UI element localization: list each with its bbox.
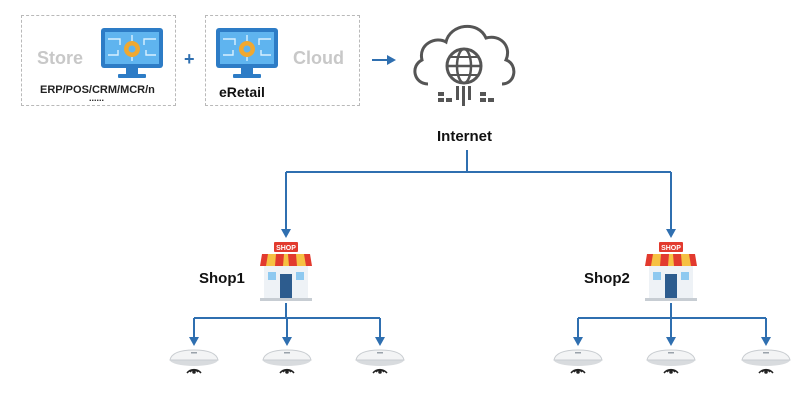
cloud-label: Cloud [293,48,344,68]
access-point-icon [262,349,312,375]
internet-label: Internet [437,128,493,145]
store-label: Store [37,48,84,68]
access-point-icon [553,349,603,375]
shop-sign-text: SHOP [661,245,681,252]
shop2-label: Shop2 [584,270,630,287]
access-point-icon [169,349,219,375]
access-point-icon [355,349,405,375]
shop-icon: SHOP [260,242,312,301]
store-more-dots: ...... [89,93,105,103]
shop1-label: Shop1 [199,270,245,287]
eretail-monitor-icon [216,28,278,78]
store-systems-text: ERP/POS/CRM/MCR/n [40,84,155,96]
cloud-internet-icon [413,24,516,106]
eretail-label: eRetail [219,84,265,100]
plus-sign: + [184,49,195,69]
access-point-icon [741,349,791,375]
shop-sign-text: SHOP [276,245,296,252]
shop-icon: SHOP [645,242,697,301]
store-monitor-icon [101,28,163,78]
access-point-icon [646,349,696,375]
